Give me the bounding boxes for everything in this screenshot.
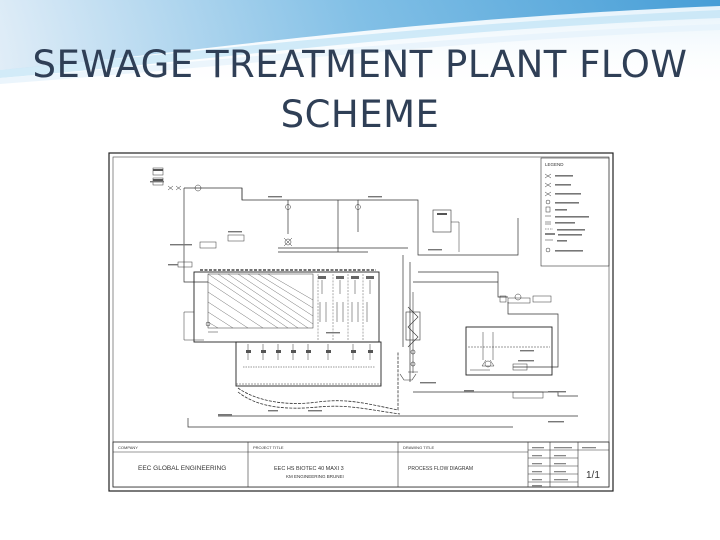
lower-tank xyxy=(235,341,382,387)
process-flow-drawing: LEGEND xyxy=(108,152,614,492)
sludge-return-line xyxy=(237,352,399,411)
title-block-sheet: 1/1 xyxy=(586,470,600,481)
drawing-inner-border xyxy=(112,156,610,488)
title-block-drawing-title: PROCESS FLOW DIAGRAM xyxy=(408,466,473,472)
blower-fittings xyxy=(199,204,552,303)
title-block-drawing-title-header: DRAWING TITLE xyxy=(403,445,434,450)
diagram-label-marks xyxy=(150,181,566,423)
control-box xyxy=(432,209,460,252)
inlet-area xyxy=(152,167,202,192)
filter-column xyxy=(399,292,421,381)
title-block-project-line2: KM ENGINEERING BRUNEI xyxy=(286,474,344,479)
title-block-company-header: COMPANY xyxy=(118,445,138,450)
slide-title: SEWAGE TREATMENT PLANT FLOW SCHEME xyxy=(32,43,688,136)
title-block-company: EEC GLOBAL ENGINEERING xyxy=(138,465,226,472)
title-block: COMPANY PROJECT TITLE DRAWING TITLE EEC … xyxy=(112,441,610,488)
sludge-line-2 xyxy=(237,391,401,415)
slide-header-banner xyxy=(0,0,720,90)
piping-network xyxy=(183,187,578,428)
title-block-project-line1: EEC HS BIOTEC 40 MAXI 3 xyxy=(274,466,344,472)
process-flow-diagram: LEGEND xyxy=(108,152,614,492)
aeration-tank xyxy=(193,269,380,343)
left-fittings xyxy=(177,261,218,341)
legend-box: LEGEND xyxy=(540,157,610,267)
drawing-border xyxy=(108,152,614,492)
title-block-project-header: PROJECT TITLE xyxy=(253,445,284,450)
treated-water-tank xyxy=(465,297,553,399)
legend-title: LEGEND xyxy=(545,162,564,167)
